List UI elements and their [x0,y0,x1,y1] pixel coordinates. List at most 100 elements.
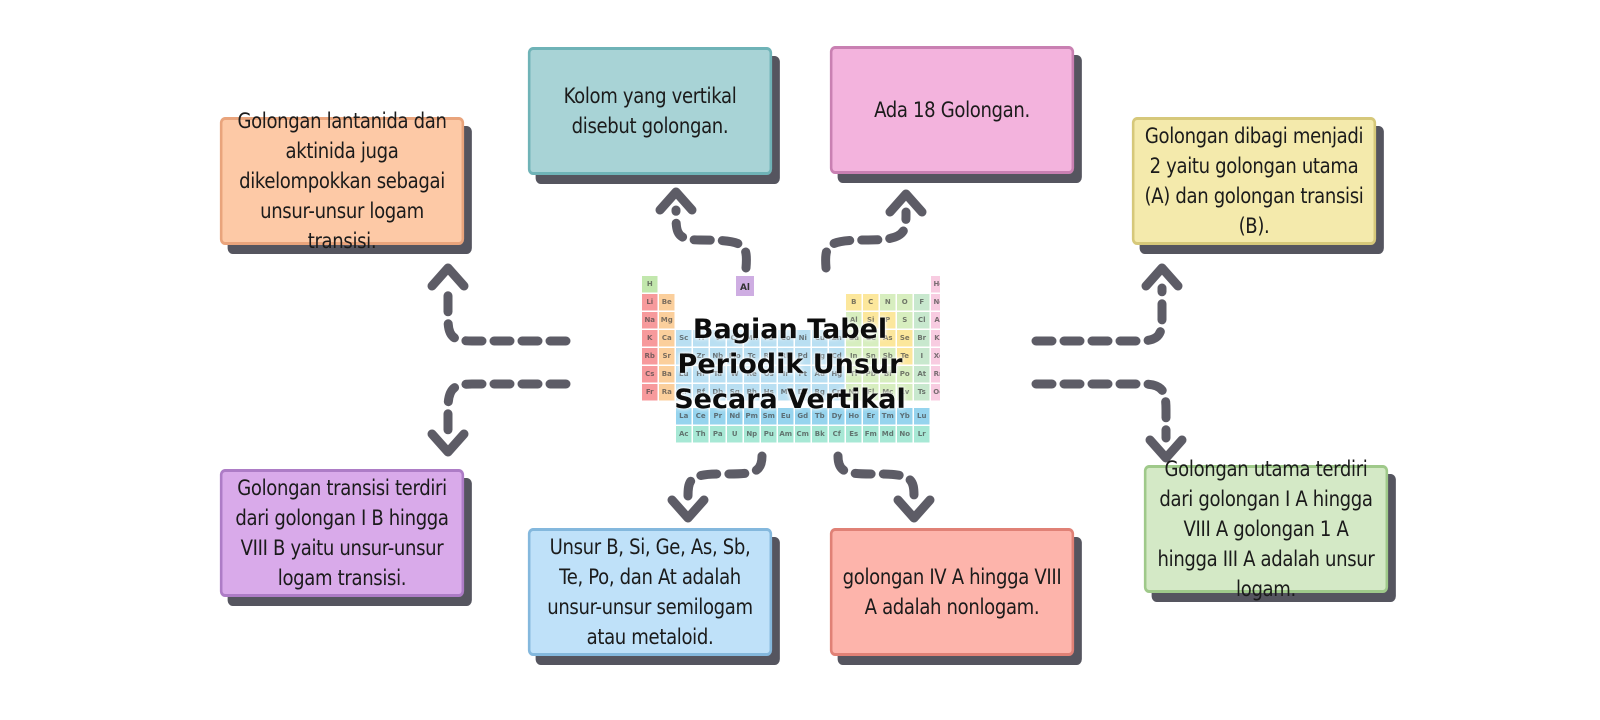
element-Ar-cell [931,312,940,329]
element-Zn-cell [829,330,845,347]
element-W-symbol: W [731,370,739,378]
element-Ca-symbol: Ca [662,334,672,342]
element-Mo-symbol: Mo [729,352,741,360]
element-Hf-symbol: Hf [696,370,706,378]
element-Li-symbol: Li [646,298,653,306]
element-Zn-symbol: Zn [832,334,842,342]
element-Cu-cell [812,330,828,347]
element-Hg-symbol: Hg [831,370,842,378]
element-As-symbol: As [883,334,893,342]
element-Rg-symbol: Rg [815,388,825,396]
element-Se-symbol: Se [900,334,910,342]
element-F-cell [914,294,930,311]
element-F-symbol: F [919,298,924,306]
lanthanide-La-symbol: La [679,412,688,420]
element-Co-cell [778,330,794,347]
element-Og-symbol: Og [933,388,940,396]
element-C-symbol: C [868,298,873,306]
arrow-to-dibagi-dua [1031,283,1167,346]
element-He-symbol: He [933,280,940,288]
element-Tc-symbol: Tc [748,352,756,360]
element-Ra-symbol: Ra [662,388,672,396]
element-Sr-cell [659,348,675,365]
element-Ni-symbol: Ni [799,334,807,342]
element-Re-symbol: Re [747,370,757,378]
element-Zr-symbol: Zr [696,352,705,360]
element-Br-symbol: Br [917,334,926,342]
element-As-cell [880,330,896,347]
card-transisi: Golongan transisi terdiri dari golongan … [219,469,465,597]
element-Sb-symbol: Sb [883,352,893,360]
element-Ba-cell [659,366,675,383]
actinide-Th-symbol: Th [696,430,706,438]
element-Og-cell [931,384,940,401]
actinide-U-symbol: U [732,430,738,438]
lanthanide-Tb-symbol: Tb [815,412,825,420]
element-Cs-symbol: Cs [645,370,654,378]
arrow-to-metaloid [683,451,767,501]
element-Te-symbol: Te [900,352,909,360]
element-Hg-cell [829,366,845,383]
element-Pd-cell [795,348,811,365]
element-In-cell [846,348,862,365]
element-Rn-symbol: Rn [934,370,940,378]
element-Pt-cell [795,366,811,383]
element-Xe-symbol: Xe [934,352,940,360]
card-metaloid-text: Unsur B, Si, Ge, As, Sb, Te, Po, dan At … [547,535,753,649]
lanthanide-Ce-cell [693,408,709,425]
actinide-Lr-symbol: Lr [918,430,926,438]
element-Ir-symbol: Ir [783,370,790,378]
actinide-Am-symbol: Am [779,430,792,438]
center-title: Bagian Tabel Periodik Unsur Secara Verti… [670,312,910,417]
lanthanide-Eu-symbol: Eu [781,412,791,420]
element-Sn-symbol: Sn [866,352,876,360]
element-Cd-symbol: Cd [832,352,842,360]
element-Sc-symbol: Sc [679,334,688,342]
element-I-symbol: I [920,352,923,360]
lanthanide-Pm-cell [744,408,760,425]
element-Db-cell [710,384,726,401]
element-Fe-symbol: Fe [764,334,773,342]
element-Ga-symbol: Ga [849,334,860,342]
element-Lr-cell [676,384,692,401]
arrow-to-utama [1031,379,1171,443]
element-Lv-cell [897,384,913,401]
actinide-Md-symbol: Md [882,430,894,438]
actinide-Es-symbol: Es [849,430,858,438]
element-Nb-cell [710,348,726,365]
actinide-U-cell [727,426,743,443]
arrow-to-lantanida-head [427,263,469,291]
element-Cn-symbol: Cn [832,388,842,396]
element-Ti-cell [693,330,709,347]
element-Cl-symbol: Cl [918,316,926,324]
element-Ba-symbol: Ba [662,370,672,378]
card-utama-text: Golongan utama terdiri dari golongan I A… [1157,457,1375,601]
lanthanide-Ce-symbol: Ce [696,412,706,420]
actinide-Pa-symbol: Pa [713,430,723,438]
element-Au-symbol: Au [815,370,825,378]
element-P-symbol: P [885,316,890,324]
lanthanide-Nd-symbol: Nd [729,412,740,420]
element-Lu-symbol: Lu [679,370,688,378]
element-Bh-cell [744,384,760,401]
actinide-Cf-symbol: Cf [833,430,842,438]
element-Po-cell [897,366,913,383]
element-Tc-cell [744,348,760,365]
element-Ta-symbol: Ta [713,370,722,378]
element-Te-cell [897,348,913,365]
element-Ge-symbol: Ge [866,334,877,342]
element-Bh-symbol: Bh [747,388,757,396]
element-Re-cell [744,366,760,383]
element-Fe-cell [761,330,777,347]
element-Na-symbol: Na [644,316,655,324]
card-dibagi-dua-text: Golongan dibagi menjadi 2 yaitu golongan… [1144,124,1364,238]
element-Os-cell [761,366,777,383]
arrow-to-utama-head [1145,435,1187,463]
element-Rb-symbol: Rb [645,352,655,360]
card-lantanida-text: Golongan lantanida dan aktinida juga dik… [237,109,447,253]
actinide-No-cell [897,426,913,443]
lanthanide-Sm-cell [761,408,777,425]
element-Ta-cell [710,366,726,383]
element-O-cell [897,294,913,311]
